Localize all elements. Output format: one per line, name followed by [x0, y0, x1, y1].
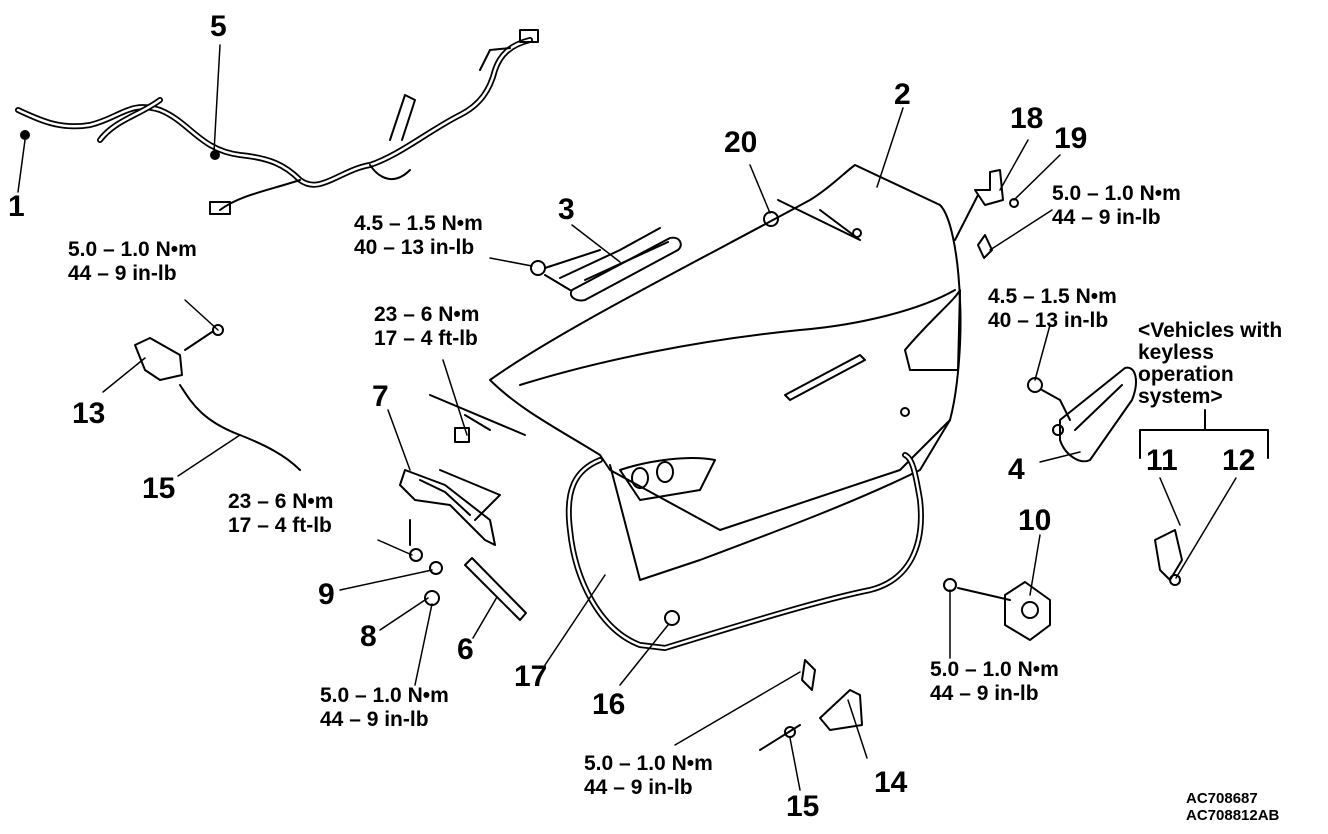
callout-6: 6 [457, 633, 474, 666]
callout-9: 9 [318, 578, 335, 611]
torque-spec-item3: 4.5 – 1.5 N•m 40 – 13 in-lb [354, 212, 483, 260]
torque-inlb: 44 – 9 in-lb [320, 708, 429, 731]
trunk-lid-hinge [399, 394, 526, 562]
license-plate-lamp [1027, 366, 1137, 463]
torque-spec-item7-upper: 23 – 6 N•m 17 – 4 ft-lb [374, 303, 479, 351]
torque-nm: 4.5 – 1.5 N•m [354, 212, 483, 235]
torque-ftlb: 17 – 4 ft-lb [374, 327, 478, 350]
wiring-harness [15, 29, 539, 215]
leader-lines [17, 44, 1237, 791]
callout-12: 12 [1222, 444, 1256, 477]
callout-2: 2 [894, 78, 911, 111]
callout-17: 17 [514, 660, 548, 693]
callout-14: 14 [874, 766, 908, 799]
callout-16: 16 [592, 688, 626, 721]
keyless-note: <Vehicles with keyless operation system> [1138, 320, 1282, 408]
torque-spec-item10: 5.0 – 1.0 N•m 44 – 9 in-lb [930, 658, 1059, 706]
callout-15-left: 15 [142, 472, 176, 505]
keyless-bracket [1139, 409, 1269, 586]
trunk-lid [489, 164, 962, 581]
torque-nm: 23 – 6 N•m [374, 303, 480, 326]
callout-13: 13 [72, 397, 106, 430]
callout-15-bottom: 15 [786, 790, 820, 823]
note-line: <Vehicles with [1138, 319, 1283, 342]
callout-4: 4 [1008, 453, 1025, 486]
figure-codes: AC708687 AC708812AB [1186, 790, 1279, 824]
callout-1: 1 [8, 190, 25, 223]
callout-5: 5 [210, 10, 227, 43]
gas-spring [424, 557, 527, 621]
torque-spec-item8: 5.0 – 1.0 N•m 44 – 9 in-lb [320, 684, 449, 732]
callout-11: 11 [1146, 444, 1178, 477]
torque-spec-item19: 5.0 – 1.0 N•m 44 – 9 in-lb [1052, 182, 1181, 230]
torque-inlb: 44 – 9 in-lb [584, 776, 693, 799]
torque-spec-item7-lower: 23 – 6 N•m 17 – 4 ft-lb [228, 490, 333, 538]
torque-nm: 23 – 6 N•m [228, 490, 334, 513]
callout-3: 3 [558, 193, 575, 226]
torque-inlb: 40 – 13 in-lb [988, 309, 1109, 332]
torque-nm: 4.5 – 1.5 N•m [988, 285, 1117, 308]
torque-nm: 5.0 – 1.0 N•m [320, 684, 449, 707]
callout-20: 20 [724, 126, 758, 159]
torque-inlb: 40 – 13 in-lb [354, 236, 475, 259]
weatherstrip [565, 452, 924, 651]
callout-8: 8 [360, 620, 377, 653]
callout-18: 18 [1010, 102, 1044, 135]
torque-spec-top-left: 5.0 – 1.0 N•m 44 – 9 in-lb [68, 238, 197, 286]
note-line: system> [1138, 385, 1223, 408]
torque-spec-item4: 4.5 – 1.5 N•m 40 – 13 in-lb [988, 285, 1117, 333]
callout-10: 10 [1018, 504, 1052, 537]
striker-bracket [763, 169, 1019, 259]
high-mount-stop-light [530, 227, 682, 302]
torque-nm: 5.0 – 1.0 N•m [930, 658, 1059, 681]
figure-code: AC708812AB [1186, 807, 1280, 824]
note-line: operation [1138, 363, 1234, 386]
trunk-lid-latch [943, 578, 1051, 641]
note-line: keyless [1138, 341, 1214, 364]
callout-19: 19 [1054, 122, 1088, 155]
callout-7: 7 [372, 380, 389, 413]
torque-inlb: 44 – 9 in-lb [68, 262, 177, 285]
torque-nm: 5.0 – 1.0 N•m [584, 752, 713, 775]
torque-nm: 5.0 – 1.0 N•m [1052, 182, 1181, 205]
figure-code: AC708687 [1186, 790, 1258, 807]
trunk-lid-lock-actuator [134, 324, 301, 471]
plug [664, 610, 680, 626]
torque-ftlb: 17 – 4 ft-lb [228, 514, 332, 537]
torque-inlb: 44 – 9 in-lb [930, 682, 1039, 705]
torque-spec-item14: 5.0 – 1.0 N•m 44 – 9 in-lb [584, 752, 713, 800]
torque-inlb: 44 – 9 in-lb [1052, 206, 1161, 229]
trunk-lid-release-handle [759, 659, 863, 751]
torque-nm: 5.0 – 1.0 N•m [68, 238, 197, 261]
